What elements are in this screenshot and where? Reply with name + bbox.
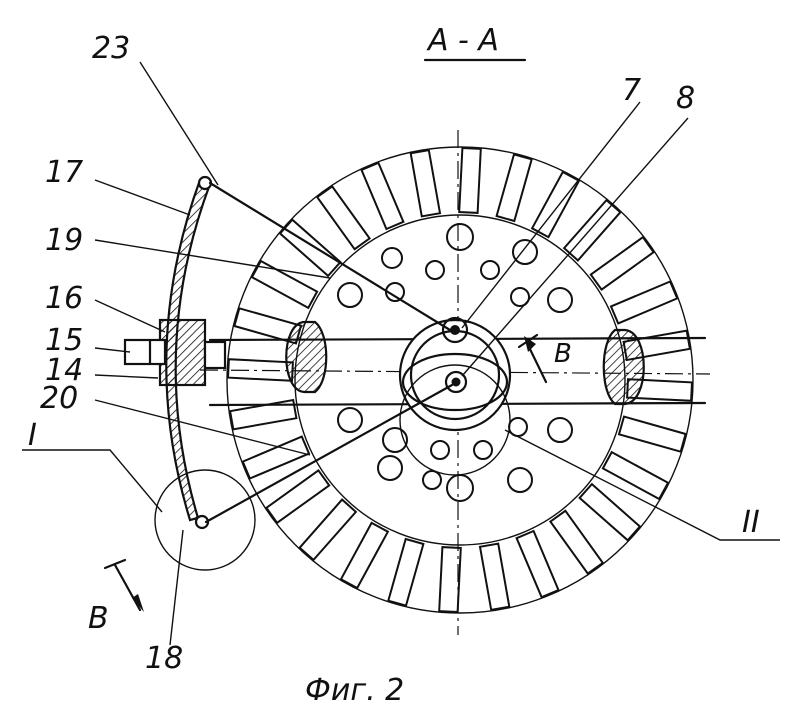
- disc-hole: [338, 408, 362, 432]
- radial-slot: [243, 437, 309, 479]
- radial-slot: [517, 531, 559, 597]
- label-7: 7: [622, 73, 641, 108]
- disc-hole: [548, 288, 572, 312]
- label-20: 20: [40, 381, 78, 416]
- disc-hole: [481, 261, 499, 279]
- radial-slot: [480, 544, 509, 610]
- leader-16: [95, 300, 165, 332]
- disc-hole: [423, 471, 441, 489]
- radial-slot: [266, 470, 329, 522]
- radial-slot: [580, 484, 640, 540]
- clamp-block: [160, 320, 205, 385]
- radial-slot: [619, 417, 686, 452]
- radial-slot: [388, 539, 423, 606]
- disc-hole: [447, 475, 473, 501]
- view-arrow-lower: [105, 560, 144, 612]
- label-II: II: [742, 505, 760, 540]
- radial-slot: [591, 237, 654, 289]
- disc-hole: [382, 248, 402, 268]
- hub-outer-ring: [400, 320, 510, 430]
- disc-hole: [474, 441, 492, 459]
- bolt-head: [125, 340, 165, 364]
- view-arrow-upper: [519, 335, 546, 382]
- section-title: А - А: [426, 23, 499, 58]
- radial-slot: [532, 172, 579, 237]
- disc-hole: [447, 224, 473, 250]
- radial-slot: [459, 148, 481, 213]
- disc-hole: [508, 468, 532, 492]
- label-18: 18: [145, 641, 183, 676]
- left-lug: [286, 322, 326, 392]
- radial-slot: [362, 163, 404, 229]
- radial-slot: [300, 500, 356, 560]
- label-view-b-bottom: В: [88, 601, 109, 636]
- leader-23: [140, 62, 218, 185]
- label-8: 8: [676, 81, 695, 116]
- disc-hole: [378, 456, 402, 480]
- label-view-b-top: В: [554, 339, 572, 369]
- radial-slot: [550, 511, 602, 574]
- leader-18: [170, 530, 183, 645]
- disc-hole: [548, 418, 572, 442]
- radial-slot: [411, 150, 440, 216]
- hub: [400, 318, 510, 475]
- label-19: 19: [45, 223, 83, 258]
- radial-slot: [564, 200, 620, 260]
- radial-slot: [497, 154, 532, 221]
- radial-slot: [603, 452, 668, 499]
- figure-caption: Фиг. 2: [305, 673, 404, 708]
- pivot-7-pin: [450, 325, 460, 335]
- label-16: 16: [45, 281, 83, 316]
- right-lug: [604, 330, 644, 404]
- view-arrow-upper-shaft: [528, 345, 546, 382]
- bolt-shank: [205, 342, 225, 368]
- radial-slot: [317, 186, 369, 249]
- disc-hole: [431, 441, 449, 459]
- radial-slot: [252, 261, 317, 308]
- leader-I: [22, 450, 162, 512]
- leader-14: [95, 375, 158, 378]
- radial-slot: [341, 523, 388, 588]
- radial-slot: [280, 220, 340, 276]
- disc-hole: [338, 283, 362, 307]
- label-23: 23: [92, 31, 130, 66]
- view-arrow-lower-shaft: [115, 565, 140, 610]
- radial-slot: [611, 282, 677, 324]
- label-I: I: [28, 418, 37, 453]
- label-17: 17: [45, 155, 83, 190]
- disc-hole: [513, 240, 537, 264]
- leader-17: [95, 180, 190, 215]
- disc-hole: [426, 261, 444, 279]
